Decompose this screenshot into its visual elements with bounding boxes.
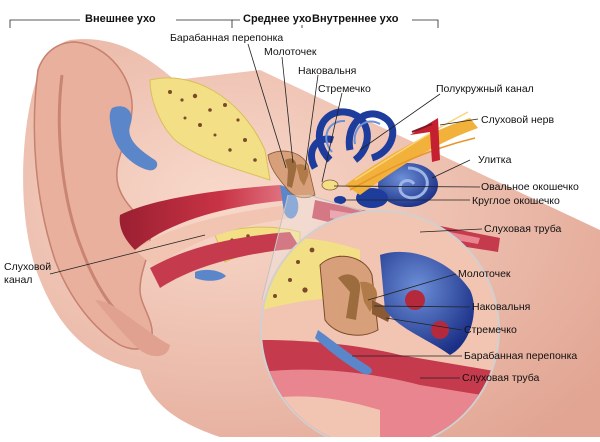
inset-label-malleus: Молоточек: [458, 268, 511, 280]
label-ear-canal-line1: Слуховой: [4, 261, 51, 273]
pinna-fold: [57, 74, 129, 324]
label-incus: Наковальня: [298, 65, 356, 77]
label-cochlea: Улитка: [478, 154, 512, 166]
auditory-nerve: [345, 111, 478, 195]
label-stapes: Стремечко: [318, 83, 371, 95]
label-malleus: Молоточек: [264, 46, 317, 58]
inset-magnified: [260, 210, 500, 442]
label-nerve: Слуховой нерв: [481, 114, 554, 126]
temporal-bone: [149, 77, 271, 181]
cochlea: [356, 163, 438, 208]
inset-label-incus: Наковальня: [472, 301, 530, 313]
header-inner-ear: Внутреннее ухо: [312, 13, 399, 25]
round-window: [334, 196, 346, 204]
inset-label-stapes: Стремечко: [464, 324, 517, 336]
header-outer-ear: Внешнее ухо: [85, 13, 156, 25]
pinna-blue-vein: [109, 106, 158, 171]
ear-canal: [119, 185, 290, 250]
semicircular-canals: [308, 108, 397, 170]
pinna-lobe: [95, 300, 170, 357]
label-oval-window: Овальное окошечко: [481, 181, 579, 193]
label-semicircular: Полукружный канал: [436, 83, 534, 95]
leader-lines: [49, 43, 483, 379]
canal-lower-tract: [150, 232, 300, 288]
label-eardrum: Барабанная перепонка: [170, 32, 283, 44]
malleus-bone: [285, 158, 297, 188]
inset-label-eustachian-tube: Слуховая труба: [462, 372, 540, 384]
canal-blue-mark: [195, 269, 226, 281]
header-middle-ear: Среднее ухо: [243, 13, 312, 25]
label-round-window: Круглое окошечко: [472, 195, 560, 207]
inset-label-eardrum: Барабанная перепонка: [464, 350, 577, 362]
label-ear-canal-line2: канал: [4, 274, 32, 286]
label-eustachian-tube: Слуховая труба: [484, 223, 562, 235]
canal-wall-lower: [135, 205, 292, 268]
oval-window: [321, 179, 339, 191]
